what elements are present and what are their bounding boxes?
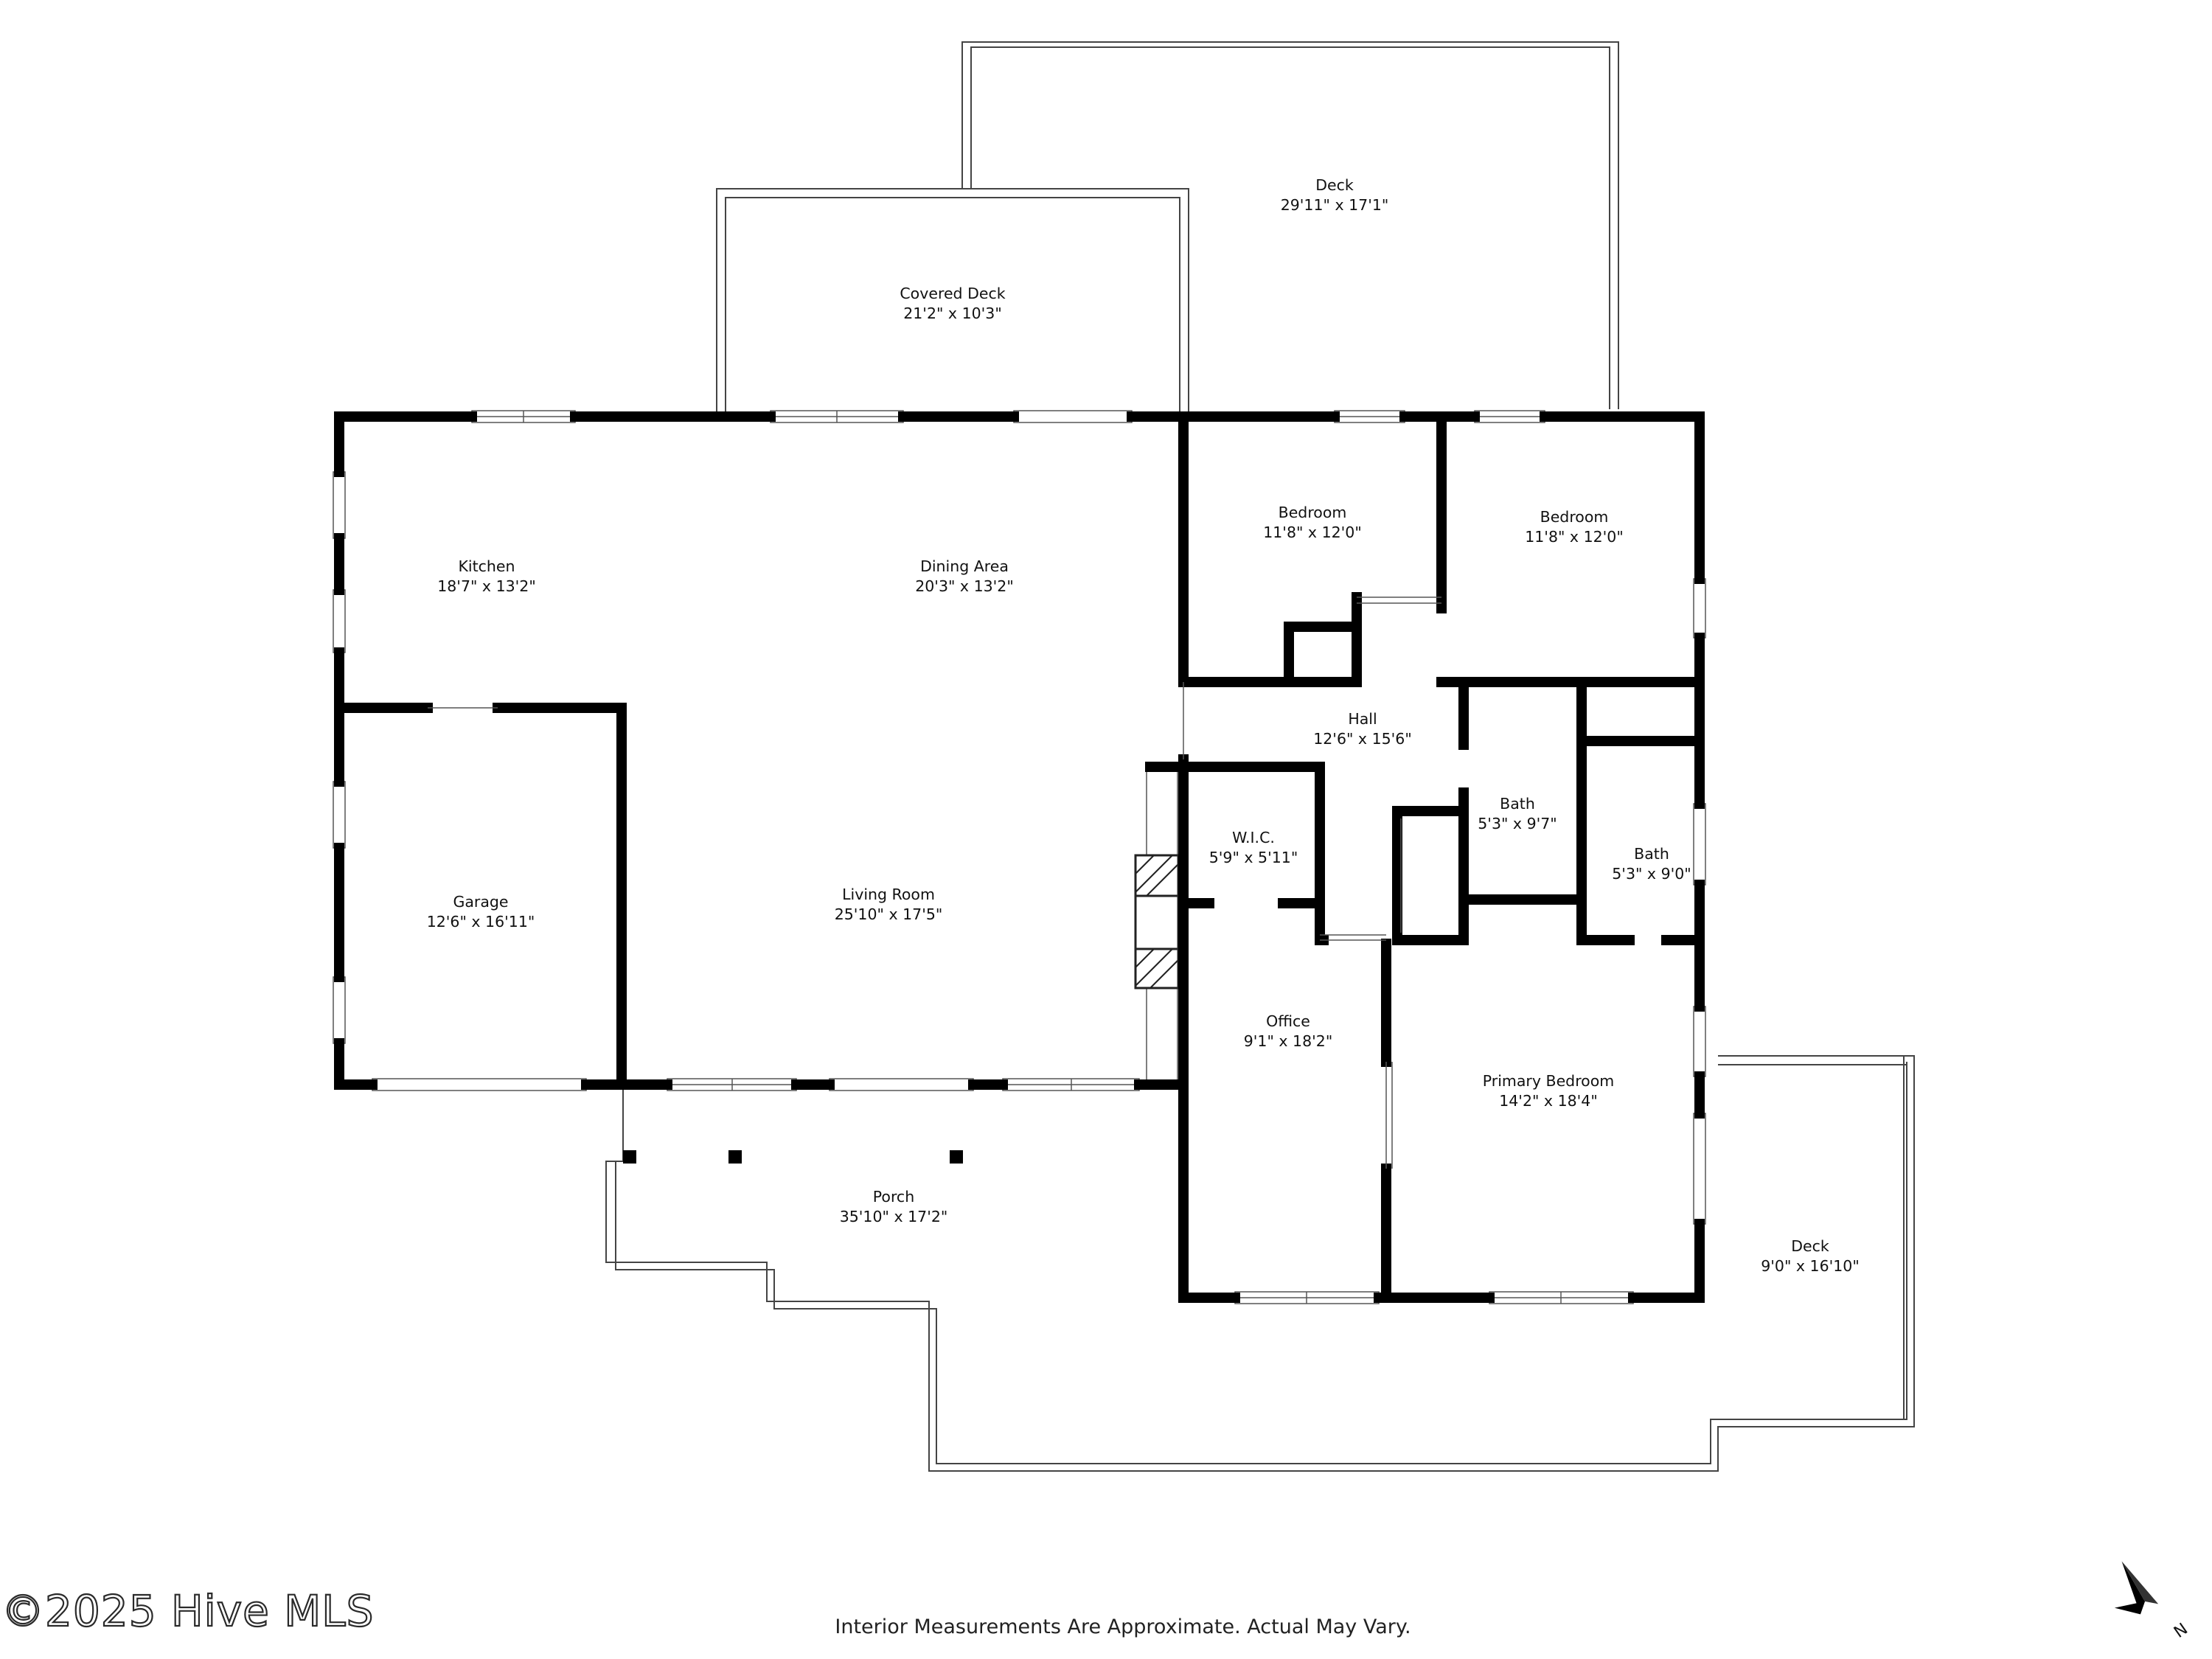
- primary-dim: 14'2" x 18'4": [1499, 1092, 1598, 1110]
- deck-right-name: Deck: [1791, 1237, 1829, 1255]
- bath2-dim: 5'3" x 9'0": [1612, 865, 1691, 883]
- walls: [334, 411, 1705, 1303]
- compass-label: N: [2171, 1620, 2191, 1642]
- fireplace: [1134, 854, 1180, 990]
- garage-dim: 12'6" x 16'11": [427, 913, 535, 931]
- wic-dim: 5'9" x 5'11": [1209, 849, 1298, 866]
- covered-deck-outline: [716, 188, 1189, 413]
- office-name: Office: [1266, 1012, 1310, 1030]
- room-labels: Deck 29'11" x 17'1" Covered Deck 21'2" x…: [427, 176, 1860, 1275]
- porch-dim: 35'10" x 17'2": [840, 1208, 948, 1225]
- living-dim: 25'10" x 17'5": [835, 905, 943, 923]
- bath1-dim: 5'3" x 9'7": [1478, 815, 1557, 832]
- wic-name: W.I.C.: [1232, 829, 1275, 846]
- living-name: Living Room: [842, 886, 935, 903]
- kitchen-name: Kitchen: [458, 557, 515, 575]
- covered-deck-dim: 21'2" x 10'3": [903, 305, 1002, 322]
- hall-dim: 12'6" x 15'6": [1313, 730, 1412, 748]
- deck-top-name: Deck: [1315, 176, 1354, 194]
- outdoor-outlines: [605, 41, 1915, 1472]
- office-dim: 9'1" x 18'2": [1244, 1032, 1333, 1050]
- bedroom2-dim: 11'8" x 12'0": [1525, 528, 1624, 546]
- dining-dim: 20'3" x 13'2": [915, 577, 1014, 595]
- thin-lines: [428, 597, 1441, 1169]
- porch-posts: [623, 1150, 963, 1164]
- kitchen-dim: 18'7" x 13'2": [437, 577, 536, 595]
- bedroom2-name: Bedroom: [1540, 508, 1609, 526]
- deck-top-dim: 29'11" x 17'1": [1281, 196, 1389, 214]
- bedroom1-name: Bedroom: [1279, 504, 1347, 521]
- garage-name: Garage: [453, 893, 508, 911]
- windows: [333, 410, 1706, 1304]
- deck-top-outline: [961, 41, 1619, 409]
- bath1-name: Bath: [1500, 795, 1535, 813]
- disclaimer-note: Interior Measurements Are Approximate. A…: [835, 1615, 1411, 1638]
- covered-deck-name: Covered Deck: [900, 285, 1005, 302]
- bath2-name: Bath: [1634, 845, 1669, 863]
- porch-name: Porch: [873, 1188, 914, 1206]
- porch-outline: [605, 1055, 1915, 1472]
- primary-name: Primary Bedroom: [1483, 1072, 1614, 1090]
- hall-name: Hall: [1348, 710, 1377, 728]
- copyright-watermark: ©2025 Hive MLS: [1, 1586, 374, 1636]
- dining-name: Dining Area: [920, 557, 1009, 575]
- north-arrow-icon: [2114, 1561, 2159, 1615]
- deck-right-outline: [1718, 1055, 1915, 1419]
- bedroom1-dim: 11'8" x 12'0": [1263, 524, 1362, 541]
- deck-right-dim: 9'0" x 16'10": [1761, 1257, 1860, 1275]
